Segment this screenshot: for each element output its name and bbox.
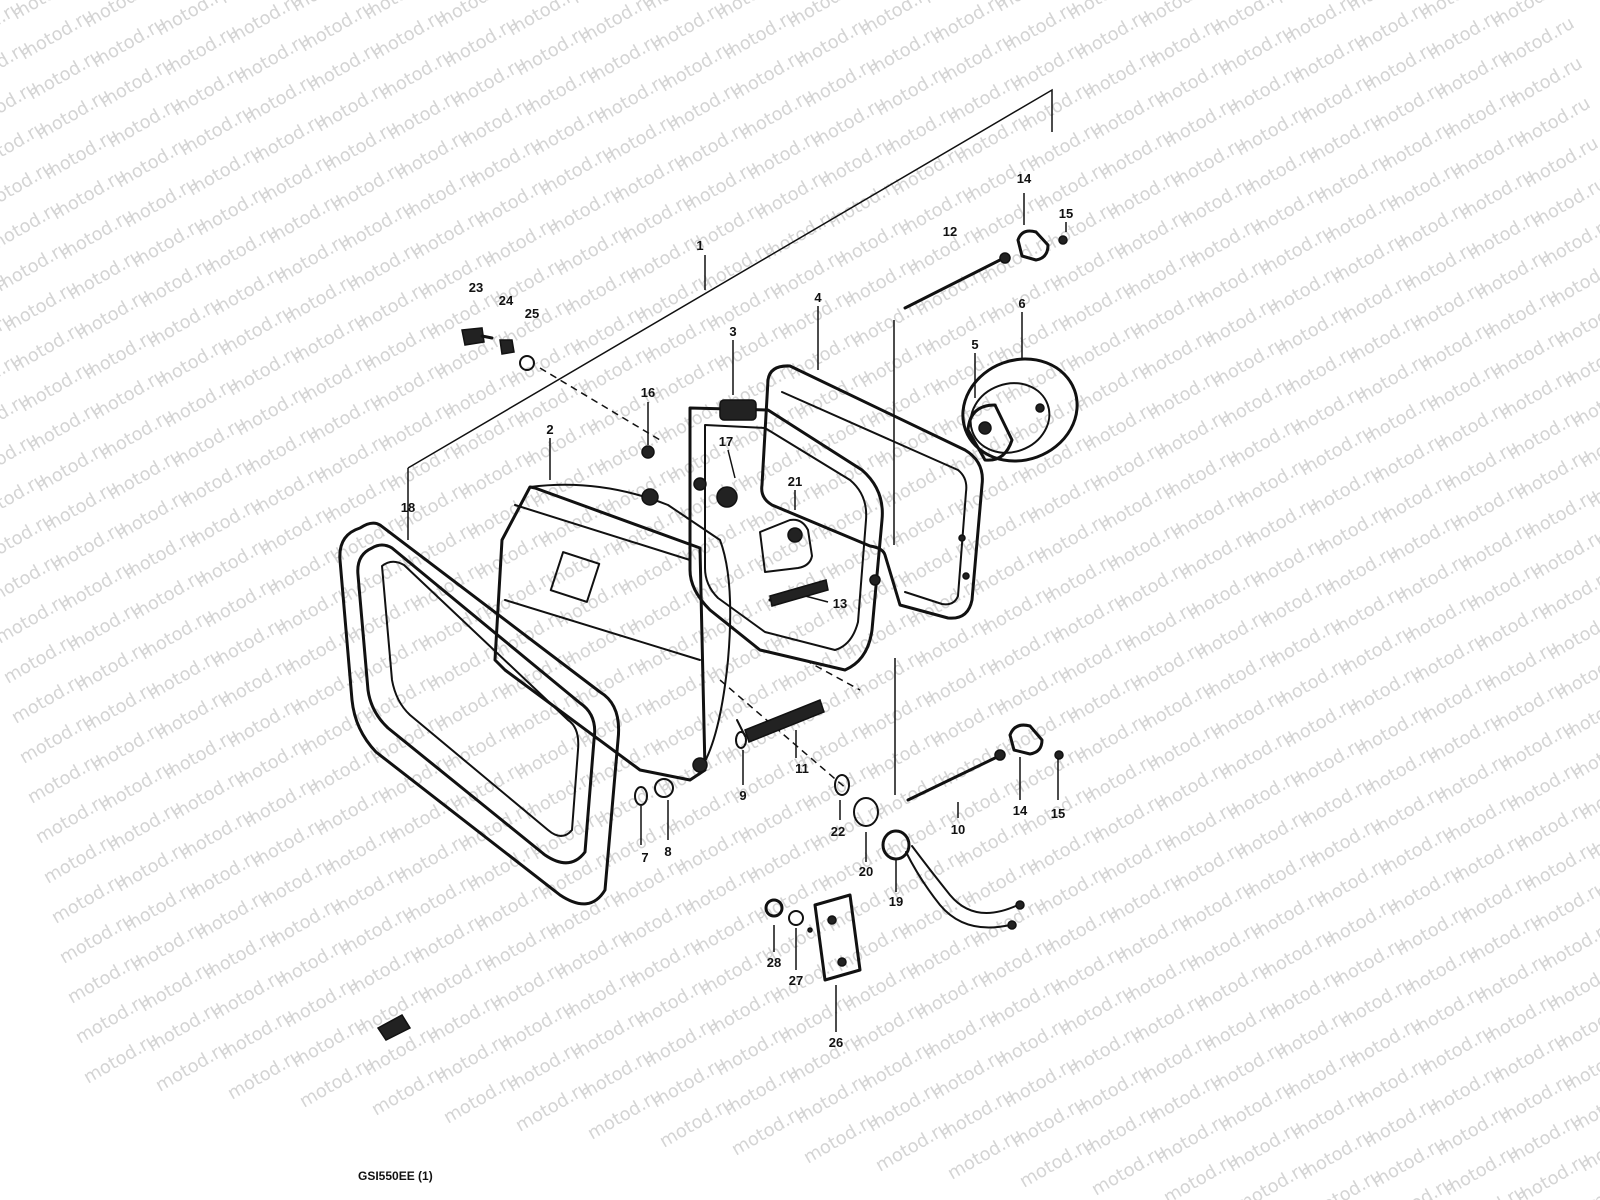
callout-1: 1	[696, 238, 703, 253]
callout-20: 20	[859, 864, 873, 879]
callout-13: 13	[833, 596, 847, 611]
callout-14-top: 14	[1017, 171, 1032, 186]
callouts: 1 2 3 4 5 6 7 8 9 10 11 12 13 14 14 15 1…	[401, 171, 1073, 1050]
mounting-ring	[688, 399, 884, 672]
callout-27: 27	[789, 973, 803, 988]
callout-19: 19	[889, 894, 903, 909]
callout-21: 21	[788, 474, 802, 489]
loose-clip	[376, 1014, 412, 1041]
callout-8: 8	[664, 844, 671, 859]
adjuster-hardware	[736, 518, 829, 743]
callout-22: 22	[831, 824, 845, 839]
callout-28: 28	[767, 955, 781, 970]
callout-15-bottom: 15	[1051, 806, 1065, 821]
callout-15-top: 15	[1059, 206, 1073, 221]
callout-10: 10	[951, 822, 965, 837]
adjuster-nuts	[1008, 229, 1068, 760]
callout-24: 24	[499, 293, 514, 308]
callout-18: 18	[401, 500, 415, 515]
callout-14-bottom: 14	[1013, 803, 1028, 818]
callout-26: 26	[829, 1035, 843, 1050]
callout-6: 6	[1018, 296, 1025, 311]
small-fasteners	[634, 731, 747, 806]
socket-and-cover	[961, 357, 1079, 463]
adjusting-screws	[903, 252, 1011, 802]
screw-set-top-left	[461, 327, 655, 459]
sealed-beam-unit	[493, 483, 732, 782]
callout-9: 9	[739, 788, 746, 803]
callout-17: 17	[719, 434, 733, 449]
mounting-plate	[764, 893, 862, 982]
callout-11: 11	[795, 761, 809, 776]
callout-4: 4	[814, 290, 822, 305]
callout-23: 23	[469, 280, 483, 295]
headlamp-housing	[760, 364, 984, 620]
callout-2: 2	[546, 422, 553, 437]
callout-5: 5	[971, 337, 978, 352]
diagram-code: GSI550EE (1)	[358, 1169, 433, 1183]
callout-16: 16	[641, 385, 655, 400]
headlamp-rim	[338, 521, 621, 906]
pilot-lamp-assembly	[834, 774, 1025, 930]
callout-3: 3	[729, 324, 736, 339]
callout-7: 7	[641, 850, 648, 865]
callout-12: 12	[943, 224, 957, 239]
callout-25: 25	[525, 306, 539, 321]
assembly-lines	[407, 88, 1067, 1032]
